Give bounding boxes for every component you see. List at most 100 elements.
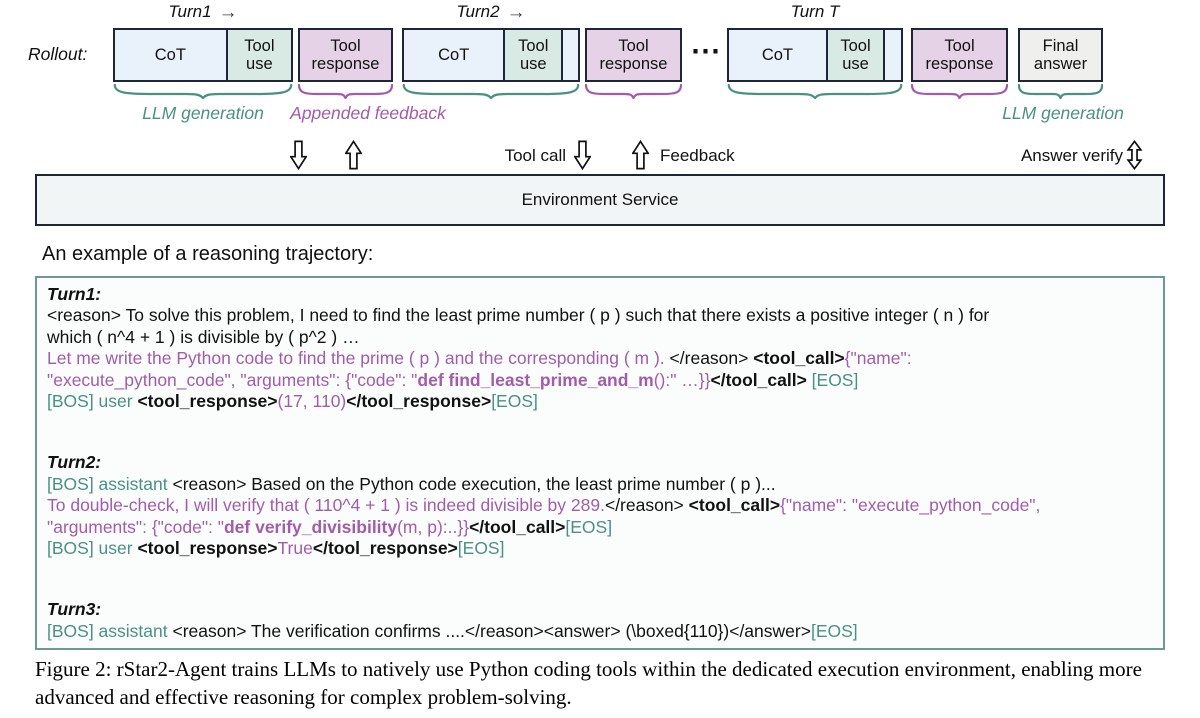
text-segment: <tool_response> — [137, 391, 278, 412]
text-segment: </tool_call> — [469, 516, 566, 537]
turn2-label-text: Turn2 — [456, 2, 500, 21]
cot-box: CoT — [115, 30, 226, 80]
up-arrow-icon — [345, 139, 362, 170]
text-segment: <reason> To solve this problem, I need t… — [47, 305, 990, 326]
text-segment: To double-check, I will verify that ( 11… — [47, 495, 605, 516]
text-segment: <reason> The verification confirms ....<… — [172, 620, 811, 641]
trajectory-line: "execute_python_code", "arguments": {"co… — [47, 370, 1153, 391]
text-segment: <tool_response> — [137, 538, 278, 559]
tool-use-box: Tool use — [825, 30, 884, 80]
text-segment: ():" …}} — [653, 369, 711, 390]
down-arrow-icon — [290, 140, 307, 171]
appended-feedback-brace-icon — [298, 84, 393, 99]
figure-caption: Figure 2: rStar2-Agent trains LLMs to na… — [35, 657, 1142, 709]
text-segment: <tool_call> — [688, 495, 781, 516]
rollout-label: Rollout: — [28, 44, 88, 64]
text-segment: [BOS] assistant — [47, 473, 173, 494]
turn2-label: Turn2 → — [402, 2, 580, 22]
right-arrow-icon: → — [506, 1, 526, 23]
trajectory-line: <reason> To solve this problem, I need t… — [47, 305, 1153, 326]
tool-response-box-1: Tool response — [298, 28, 393, 82]
text-segment: def verify_divisibility — [223, 516, 398, 537]
llm-generation-label: LLM generation — [1002, 103, 1124, 123]
turn-label: Turn1: — [47, 284, 102, 304]
tool-response-label: Tool response — [599, 36, 668, 73]
text-segment: "arguments": {"code": " — [47, 516, 224, 537]
llm-generation-brace-icon — [1018, 84, 1103, 99]
trajectory-line: Let me write the Python code to find the… — [47, 348, 1153, 369]
cot-continuation-strip — [883, 30, 901, 80]
llm-generation-brace-icon — [113, 84, 293, 99]
right-arrow-icon: → — [218, 1, 238, 23]
text-segment: [BOS] assistant — [47, 620, 173, 641]
text-segment: <tool_call> — [753, 348, 845, 369]
turn-label: Turn2: — [47, 452, 102, 473]
trajectory-line: [BOS] assistant <reason> Based on the Py… — [47, 474, 1153, 495]
trajectory-line: which ( n^4 + 1 ) is divisible by ( p^2 … — [47, 327, 1153, 348]
up-arrow-icon — [632, 139, 649, 170]
appended-feedback-brace-icon — [585, 84, 682, 99]
text-segment: "execute_python_code", "arguments": {"co… — [47, 369, 418, 390]
text-segment: {"name": "execute_python_code", — [780, 495, 1041, 516]
trajectory-line: "arguments": {"code": "def verify_divisi… — [47, 517, 1153, 538]
turn1-label: Turn1 → — [113, 2, 293, 22]
appended-feedback-label: Appended feedback — [290, 103, 446, 123]
text-segment: Let me write the Python code to find the… — [47, 348, 670, 369]
text-segment: </tool_call> — [710, 369, 807, 390]
tool-use-box: Tool use — [503, 30, 562, 80]
turn-t-label: Turn T — [727, 2, 903, 22]
text-segment: {"name": — [844, 348, 912, 369]
tool-response-label: Tool response — [311, 36, 380, 73]
tool-response-box-3: Tool response — [911, 28, 1008, 82]
turn1-group-box: CoT Tool use — [113, 28, 293, 82]
cot-box: CoT — [404, 30, 504, 80]
turn-block: Turn1:<reason> To solve this problem, I … — [47, 284, 1153, 412]
text-segment: (17, 110) — [277, 391, 347, 412]
ellipsis: ⋯ — [690, 35, 722, 68]
turn-t-group-box: CoT Tool use — [727, 28, 903, 82]
text-segment: [BOS] user — [47, 538, 138, 559]
turn-label: Turn3: — [47, 599, 102, 620]
trajectory-content: Turn1:<reason> To solve this problem, I … — [47, 284, 1153, 642]
turn2-group-box: CoT Tool use — [402, 28, 580, 82]
turn1-label-text: Turn1 — [168, 2, 212, 21]
text-segment: which ( n^4 + 1 ) is divisible by ( p^2 … — [47, 326, 360, 347]
text-segment: def find_least_prime_and_m — [417, 369, 654, 390]
llm-generation-brace-icon — [727, 84, 903, 99]
tool-response-box-2: Tool response — [585, 28, 682, 82]
environment-service-label: Environment Service — [521, 190, 679, 209]
llm-generation-label: LLM generation — [142, 103, 264, 123]
up-down-arrow-icon — [1126, 139, 1143, 171]
text-segment: [EOS] — [457, 538, 505, 559]
turn-block: Turn2:[BOS] assistant <reason> Based on … — [47, 452, 1153, 559]
text-segment: [EOS] — [491, 391, 538, 412]
text-segment: [EOS] — [806, 369, 859, 390]
trajectory-line: [BOS] user <tool_response>(17, 110)</too… — [47, 391, 1153, 412]
text-segment: True — [277, 538, 313, 559]
appended-feedback-brace-icon — [911, 84, 1008, 99]
text-segment: </tool_response> — [312, 538, 458, 559]
text-segment: </reason> — [604, 495, 689, 516]
trajectory-line: [BOS] user <tool_response>True</tool_res… — [47, 538, 1153, 559]
environment-service-box: Environment Service — [35, 174, 1165, 226]
trajectory-line: [BOS] assistant <reason> The verificatio… — [47, 621, 1153, 642]
text-segment: [EOS] — [810, 620, 858, 641]
tool-call-label: Tool call — [504, 146, 566, 165]
text-segment: </reason> — [669, 348, 754, 369]
text-segment: [BOS] user — [47, 391, 138, 412]
trajectory-line: To double-check, I will verify that ( 11… — [47, 495, 1153, 516]
cot-box: CoT — [729, 30, 826, 80]
down-arrow-icon — [574, 140, 591, 171]
text-segment: [EOS] — [565, 516, 613, 537]
text-segment: <reason> Based on the Python code execut… — [172, 473, 776, 494]
tool-response-label: Tool response — [925, 36, 994, 73]
example-heading: An example of a reasoning trajectory: — [42, 243, 374, 265]
feedback-label: Feedback — [660, 146, 735, 165]
trajectory-box: Turn1:<reason> To solve this problem, I … — [35, 276, 1165, 650]
final-answer-box: Final answer — [1018, 28, 1103, 82]
turn-t-label-text: Turn T — [790, 2, 840, 21]
answer-verify-label: Answer verify — [1020, 146, 1123, 165]
turn-block: Turn3:[BOS] assistant <reason> The verif… — [47, 599, 1153, 642]
text-segment: (m, p):..}} — [397, 516, 470, 537]
llm-generation-brace-icon — [402, 84, 580, 99]
